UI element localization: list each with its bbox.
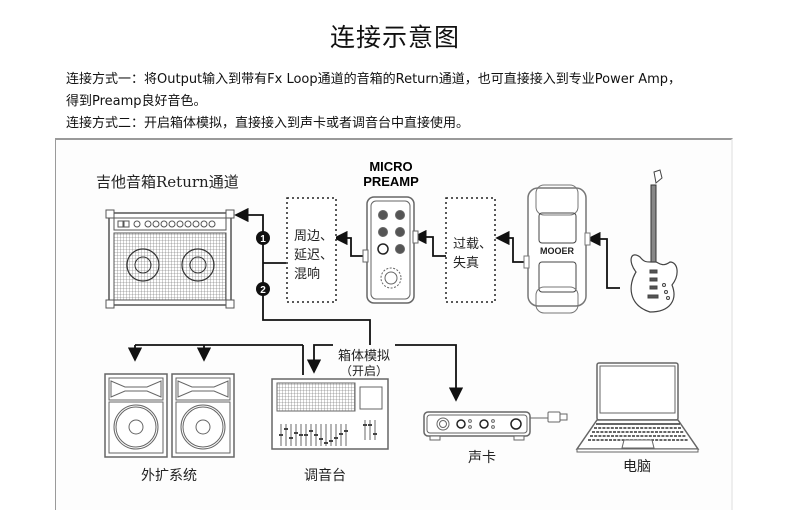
mixing-console-icon: [271, 378, 389, 450]
mixer-label: 调音台: [304, 467, 346, 484]
modulation-delay-reverb-box: 周边、 延迟、 混响: [286, 197, 337, 303]
computer-label: 电脑: [623, 459, 651, 475]
cab-sim-label: 箱体模拟: [338, 348, 390, 364]
page-title: 连接示意图: [329, 23, 460, 52]
preamp-title-line1: MICRO: [369, 159, 412, 174]
laptop-computer-icon: [575, 362, 700, 453]
overdrive-distortion-box: 过载、 失真: [445, 197, 496, 303]
svg-text:延迟、: 延迟、: [294, 248, 333, 263]
sound-card-label: 声卡: [468, 450, 496, 466]
mooer-brand-label: MOOER: [540, 246, 575, 256]
mooer-switcher-pedal-icon: MOOER: [523, 184, 591, 314]
description-line-2: 得到Preamp良好音色。: [66, 94, 207, 109]
svg-text:周边、: 周边、: [294, 229, 333, 244]
signal-wires: [127, 207, 620, 402]
route-marker-2: 2: [256, 282, 270, 296]
pa-speakers-icon: [104, 373, 235, 458]
connection-diagram: 吉他音箱Return通道: [96, 159, 700, 484]
micro-preamp-pedal-icon: [362, 196, 419, 304]
svg-text:失真: 失真: [453, 256, 479, 271]
pa-system-label: 外扩系统: [141, 468, 197, 484]
svg-text:1: 1: [260, 234, 266, 245]
amp-return-label: 吉他音箱Return通道: [96, 173, 239, 191]
route-marker-1: 1: [256, 231, 270, 245]
electric-guitar-icon: [630, 169, 678, 313]
audio-interface-icon: [423, 411, 568, 441]
svg-text:过载、: 过载、: [453, 237, 492, 252]
cab-sim-on-label: （开启）: [340, 364, 388, 378]
svg-text:2: 2: [260, 285, 266, 296]
guitar-amp-icon: [105, 209, 235, 309]
preamp-title-line2: PREAMP: [363, 174, 419, 189]
description-line-1: 连接方式一：将Output输入到带有Fx Loop通道的音箱的Return通道，…: [66, 72, 682, 87]
description-line-3: 连接方式二：开启箱体模拟，直接接入到声卡或者调音台中直接使用。: [66, 116, 470, 131]
svg-text:混响: 混响: [294, 266, 320, 282]
